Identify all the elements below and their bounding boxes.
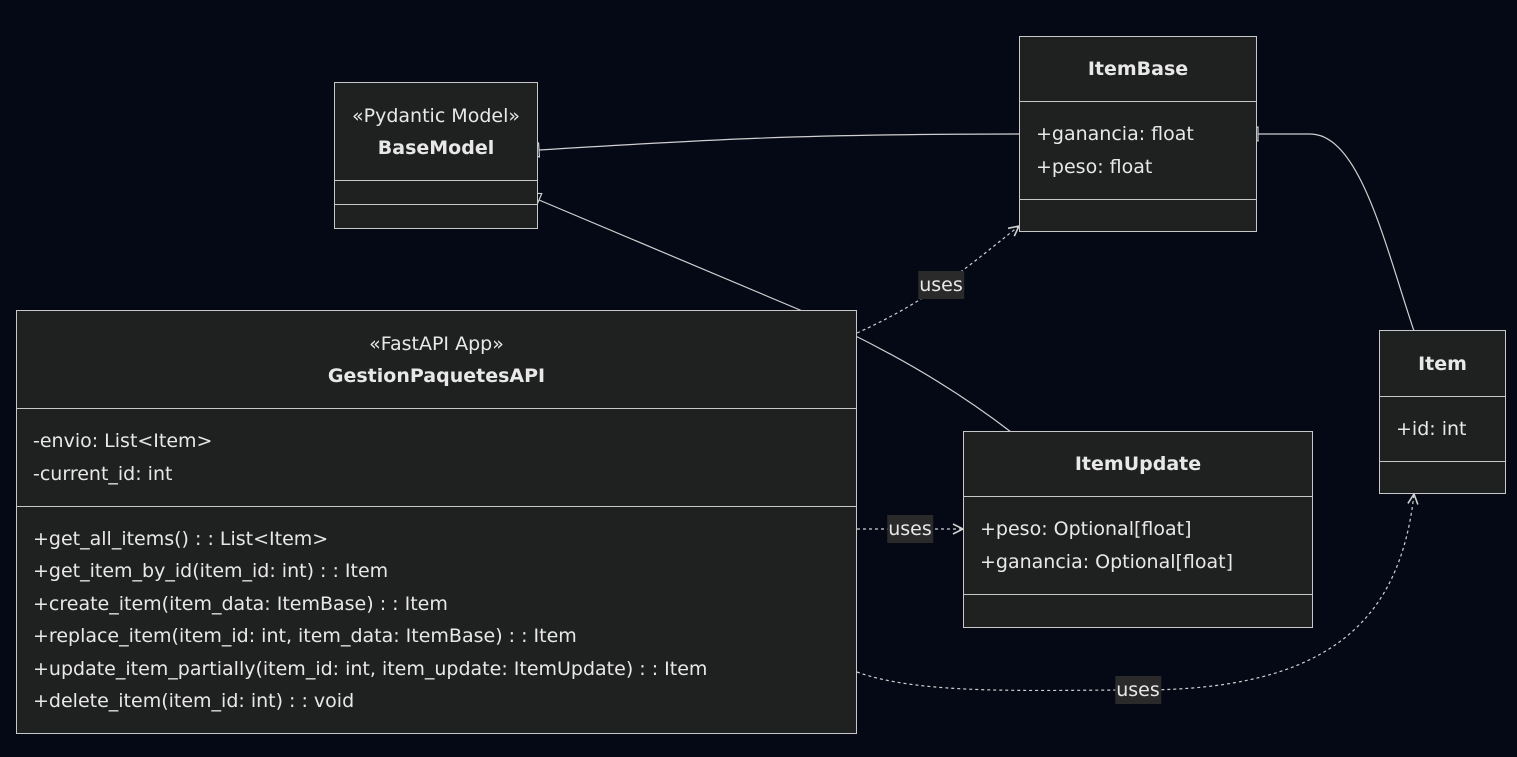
class-header: ItemBase <box>1020 37 1256 102</box>
methods-section <box>964 595 1312 627</box>
attributes-section: -envio: List<Item> -current_id: int <box>17 409 856 507</box>
attributes-section: +peso: Optional[float] +ganancia: Option… <box>964 497 1312 595</box>
class-name: ItemBase <box>1087 58 1189 80</box>
edge-itembase-basemodel <box>539 133 1021 150</box>
class-header: Item <box>1380 331 1505 397</box>
attribute-envio: -envio: List<Item> <box>33 430 213 452</box>
class-item[interactable]: Item +id: int <box>1379 330 1506 494</box>
class-itembase[interactable]: ItemBase +ganancia: float +peso: float <box>1019 36 1257 232</box>
edge-api-item <box>856 494 1414 692</box>
class-header: «FastAPI App» GestionPaquetesAPI <box>17 311 856 409</box>
methods-section <box>335 205 537 228</box>
class-stereotype: «Pydantic Model» <box>352 104 520 127</box>
attribute-id: +id: int <box>1396 417 1467 440</box>
class-stereotype: «FastAPI App» <box>369 332 504 355</box>
edge-label-uses-item: uses <box>1115 676 1161 704</box>
attributes-section: +ganancia: float +peso: float <box>1020 102 1256 200</box>
method-replace-item: +replace_item(item_id: int, item_data: I… <box>33 625 577 647</box>
methods-section <box>1380 462 1505 493</box>
class-name: Item <box>1418 352 1467 375</box>
attribute-current-id: -current_id: int <box>33 462 173 485</box>
edge-label-uses-itemupdate: uses <box>887 515 933 543</box>
method-update-item-partially: +update_item_partially(item_id: int, ite… <box>33 657 708 680</box>
class-name: GestionPaquetesAPI <box>327 364 546 387</box>
attributes-section <box>335 181 537 205</box>
class-name: BaseModel <box>377 136 495 159</box>
class-gestionpaquetesapi[interactable]: «FastAPI App» GestionPaquetesAPI -envio:… <box>16 310 857 734</box>
attribute-peso: +peso: Optional[float] <box>980 518 1192 540</box>
method-create-item: +create_item(item_data: ItemBase) : : It… <box>33 592 448 615</box>
attribute-peso: +peso: float <box>1036 155 1153 178</box>
methods-section: +get_all_items() : : List<Item> +get_ite… <box>17 507 856 733</box>
class-header: «Pydantic Model» BaseModel <box>335 83 537 181</box>
edge-item-itembase <box>1258 134 1415 332</box>
class-itemupdate[interactable]: ItemUpdate +peso: Optional[float] +ganan… <box>963 431 1313 628</box>
class-basemodel[interactable]: «Pydantic Model» BaseModel <box>334 82 538 229</box>
attribute-ganancia: +ganancia: float <box>1036 123 1194 145</box>
class-name: ItemUpdate <box>1074 453 1202 475</box>
edge-label-uses-itembase: uses <box>918 271 964 299</box>
method-get-all-items: +get_all_items() : : List<Item> <box>33 527 329 550</box>
methods-section <box>1020 200 1256 231</box>
attribute-ganancia: +ganancia: Optional[float] <box>980 550 1234 573</box>
attributes-section: +id: int <box>1380 397 1505 462</box>
method-get-item-by-id: +get_item_by_id(item_id: int) : : Item <box>33 560 389 582</box>
method-delete-item: +delete_item(item_id: int) : : void <box>33 690 355 712</box>
class-header: ItemUpdate <box>964 432 1312 497</box>
